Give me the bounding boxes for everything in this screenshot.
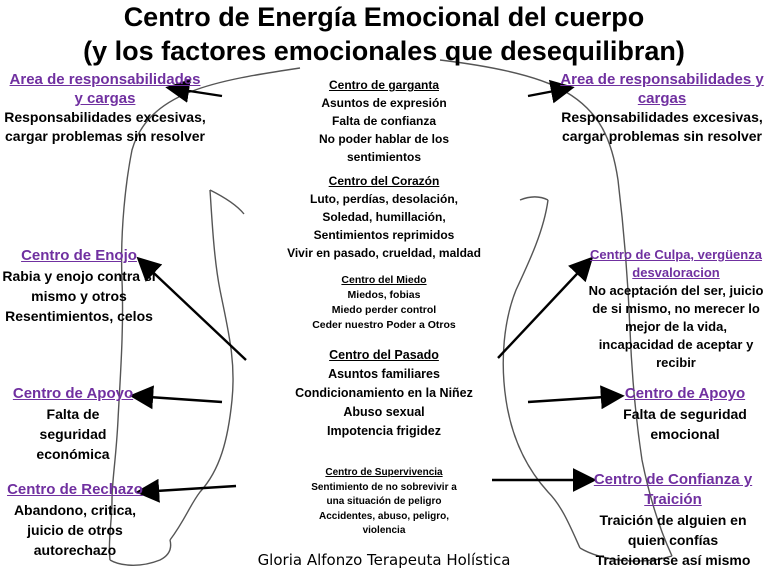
title-line-2: (y los factores emocionales que desequil… — [83, 36, 685, 66]
left-apoyo-text-2: seguridad — [39, 426, 107, 442]
center-corazon-text-4: Vivir en pasado, crueldad, maldad — [287, 246, 481, 260]
right-confianza-text-3: Traicionarse así mismo — [595, 552, 751, 568]
center-garganta-text-4: sentimientos — [346, 150, 421, 164]
right-apoyo-text-2: emocional — [650, 426, 720, 442]
right-culpa-text-3: mejor de la vida, — [625, 319, 727, 334]
left-apoyo-text-3: económica — [36, 446, 110, 462]
center-miedo-block: Centro del Miedo Miedos, fobias Miedo pe… — [254, 273, 514, 333]
left-responsabilidad-block: Area de responsabilidades y cargas Respo… — [0, 70, 210, 146]
right-confianza-text-1: Traición de alguien en — [599, 512, 747, 528]
left-enojo-text-2: mismo y otros — [31, 288, 127, 304]
left-enojo-heading: Centro de Enojo — [21, 247, 137, 264]
right-responsabilidad-heading-2: cargas — [637, 90, 687, 107]
center-corazon-text-3: Sentimientos reprimidos — [313, 228, 455, 242]
left-responsabilidad-heading-1: Area de responsabilidades — [9, 71, 201, 88]
left-enojo-text-3: Resentimientos, celos — [5, 308, 153, 324]
center-miedo-text-1: Miedos, fobias — [347, 289, 421, 301]
center-garganta-text-1: Asuntos de expresión — [321, 96, 447, 110]
right-culpa-text-1: No aceptación del ser, juicio — [588, 283, 764, 298]
center-pasado-text-4: Impotencia frigidez — [327, 424, 441, 438]
left-enojo-text-1: Rabia y enojo contra si — [2, 268, 156, 284]
title-line-1: Centro de Energía Emocional del cuerpo — [123, 2, 645, 32]
center-corazon-text-1: Luto, perdías, desolación, — [309, 192, 459, 206]
author-signature: Gloria Alfonzo Terapeuta Holística — [257, 551, 511, 569]
left-apoyo-block: Centro de Apoyo Falta de seguridad econó… — [8, 384, 138, 464]
right-culpa-text-5: recibir — [656, 355, 696, 370]
left-enojo-block: Centro de Enojo Rabia y enojo contra si … — [0, 246, 158, 326]
left-rechazo-block: Centro de Rechazo Abandono, critica, jui… — [4, 480, 146, 560]
center-garganta-block: Centro de garganta Asuntos de expresión … — [254, 76, 514, 166]
pointer-arrows — [129, 79, 625, 503]
center-pasado-block: Centro del Pasado Asuntos familiares Con… — [254, 346, 514, 441]
right-culpa-block: Centro de Culpa, vergüenza desvaloracion… — [584, 246, 768, 372]
right-culpa-text-2: de si mismo, no merecer lo — [592, 301, 760, 316]
center-pasado-text-3: Abuso sexual — [343, 405, 425, 419]
center-supervivencia-text-3: Accidentes, abuso, peligro, — [318, 510, 450, 522]
right-culpa-heading-1: Centro de Culpa, vergüenza — [590, 247, 762, 262]
right-culpa-text-4: incapacidad de aceptar y — [598, 337, 754, 352]
right-confianza-block: Centro de Confianza y Traición Traición … — [586, 470, 760, 570]
left-responsabilidad-heading-2: y cargas — [74, 90, 136, 107]
right-confianza-text-2: quien confías — [627, 532, 719, 548]
right-responsabilidad-text-2: cargar problemas sin resolver — [562, 128, 762, 144]
right-apoyo-block: Centro de Apoyo Falta de seguridad emoci… — [608, 384, 762, 444]
center-supervivencia-block: Centro de Supervivencia Sentimiento de n… — [254, 466, 514, 539]
center-miedo-text-3: Ceder nuestro Poder a Otros — [312, 319, 456, 331]
center-miedo-text-2: Miedo perder control — [331, 304, 437, 316]
center-corazon-block: Centro del Corazón Luto, perdías, desola… — [244, 172, 524, 262]
right-apoyo-text-1: Falta de seguridad — [623, 406, 747, 422]
center-supervivencia-text-4: violencia — [362, 525, 406, 536]
left-rechazo-heading: Centro de Rechazo — [7, 481, 143, 498]
center-pasado-text-1: Asuntos familiares — [328, 367, 440, 381]
center-supervivencia-text-2: una situación de peligro — [326, 496, 442, 507]
center-corazon-heading: Centro del Corazón — [328, 174, 440, 188]
center-garganta-text-2: Falta de confianza — [331, 114, 437, 128]
right-apoyo-heading: Centro de Apoyo — [624, 385, 746, 402]
center-pasado-heading: Centro del Pasado — [329, 348, 439, 362]
center-garganta-heading: Centro de garganta — [328, 78, 439, 92]
right-responsabilidad-heading-1: Area de responsabilidades y — [560, 71, 764, 88]
right-confianza-heading-2: Traición — [644, 491, 702, 508]
right-responsabilidad-text-1: Responsabilidades excesivas, — [561, 109, 763, 125]
left-responsabilidad-text-2: cargar problemas sin resolver — [5, 128, 205, 144]
left-responsabilidad-text-1: Responsabilidades excesivas, — [4, 109, 206, 125]
left-rechazo-text-3: autorechazo — [33, 542, 117, 558]
left-rechazo-text-2: juicio de otros — [27, 522, 123, 538]
center-miedo-heading: Centro del Miedo — [341, 274, 427, 286]
left-rechazo-text-1: Abandono, critica, — [13, 502, 137, 518]
left-apoyo-heading: Centro de Apoyo — [12, 385, 134, 402]
center-corazon-text-2: Soledad, humillación, — [322, 210, 446, 224]
right-culpa-heading-2: desvaloracion — [632, 265, 720, 280]
center-supervivencia-heading: Centro de Supervivencia — [325, 467, 443, 478]
center-garganta-text-3: No poder hablar de los — [318, 132, 450, 146]
center-pasado-text-2: Condicionamiento en la Niñez — [295, 386, 473, 400]
left-apoyo-text-1: Falta de — [46, 406, 100, 422]
center-supervivencia-text-1: Sentimiento de no sobrevivir a — [311, 481, 457, 493]
right-responsabilidad-block: Area de responsabilidades y cargas Respo… — [556, 70, 768, 146]
right-confianza-heading-1: Centro de Confianza y — [593, 471, 753, 488]
